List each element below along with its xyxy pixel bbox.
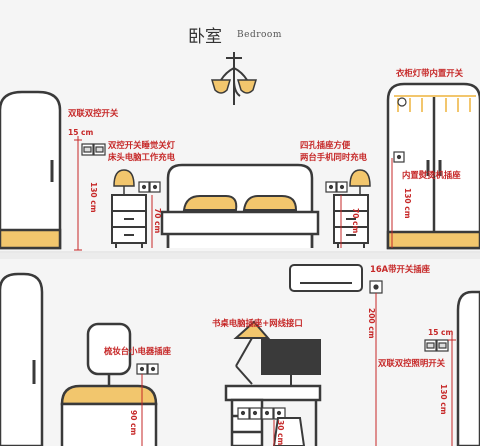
desk <box>224 384 322 446</box>
left-dimension-lines <box>74 136 82 251</box>
dim-bottom-right-gap: 15 cm <box>428 328 454 337</box>
bottom-left-wardrobe <box>0 272 44 446</box>
wardrobe-light-strip <box>394 95 476 112</box>
bed <box>160 163 320 248</box>
dim-vanity-height: 90 cm <box>129 410 138 436</box>
label-four-socket-1: 四孔插座方便 <box>300 140 351 150</box>
right-nightstand <box>333 194 369 248</box>
dim-bottom-right-height: 130 cm <box>439 384 448 415</box>
pillows <box>182 195 298 211</box>
right-bedside-sockets <box>325 181 348 193</box>
wardrobe-socket <box>393 151 405 163</box>
air-conditioner <box>289 264 363 292</box>
label-bedside-switch-2: 床头电脑工作充电 <box>108 152 175 162</box>
label-wardrobe-socket: 内置熨烫机插座 <box>402 170 461 180</box>
bottom-right-wardrobe <box>456 290 480 446</box>
bottom-right-dim <box>448 334 456 446</box>
dim-right-night: 70 cm <box>351 208 360 234</box>
left-switches <box>81 143 106 156</box>
vanity-sockets <box>136 363 159 375</box>
ceiling-lamp <box>220 52 248 105</box>
vanity-table <box>60 384 158 446</box>
wardrobe-switch <box>397 97 407 107</box>
label-ac-socket: 16A带开关插座 <box>370 264 431 274</box>
label-wardrobe-light: 衣柜灯带内置开关 <box>396 68 463 78</box>
desk-chair <box>272 417 306 446</box>
label-vanity-socket: 梳妆台小电器插座 <box>104 346 171 356</box>
right-lamp <box>349 169 371 196</box>
left-lamp <box>113 169 135 196</box>
label-dual-switch: 双联双控开关 <box>68 108 119 118</box>
dim-desk-height: 30 cm <box>276 420 285 446</box>
desk-monitor <box>261 339 321 387</box>
lamp-bulbs <box>210 79 258 94</box>
left-nightstand <box>111 194 147 248</box>
dim-right-height: 130 cm <box>403 188 412 219</box>
ac-socket <box>369 280 383 294</box>
label-bedside-switch-1: 双控开关睡觉关灯 <box>108 140 175 150</box>
right-wardrobe <box>386 82 480 250</box>
dim-left-height: 130 cm <box>89 182 98 213</box>
desk-lamp <box>233 320 271 385</box>
left-wardrobe <box>0 90 62 250</box>
dim-left-night: 70 cm <box>153 208 162 234</box>
label-four-socket-2: 两台手机同时充电 <box>300 152 367 162</box>
vanity-mirror <box>86 322 132 386</box>
bottom-right-switches <box>424 339 449 352</box>
label-dual-light-switch: 双联双控照明开关 <box>378 358 445 368</box>
label-desk-socket: 书桌电脑插座+网线接口 <box>212 318 303 328</box>
left-bedside-sockets <box>138 181 161 193</box>
page-subtitle: Bedroom <box>237 30 282 40</box>
dim-left-gap: 15 cm <box>68 128 94 137</box>
page-title: 卧室 <box>188 27 222 47</box>
dim-ac-height: 200 cm <box>367 308 376 339</box>
section-divider <box>0 253 480 259</box>
